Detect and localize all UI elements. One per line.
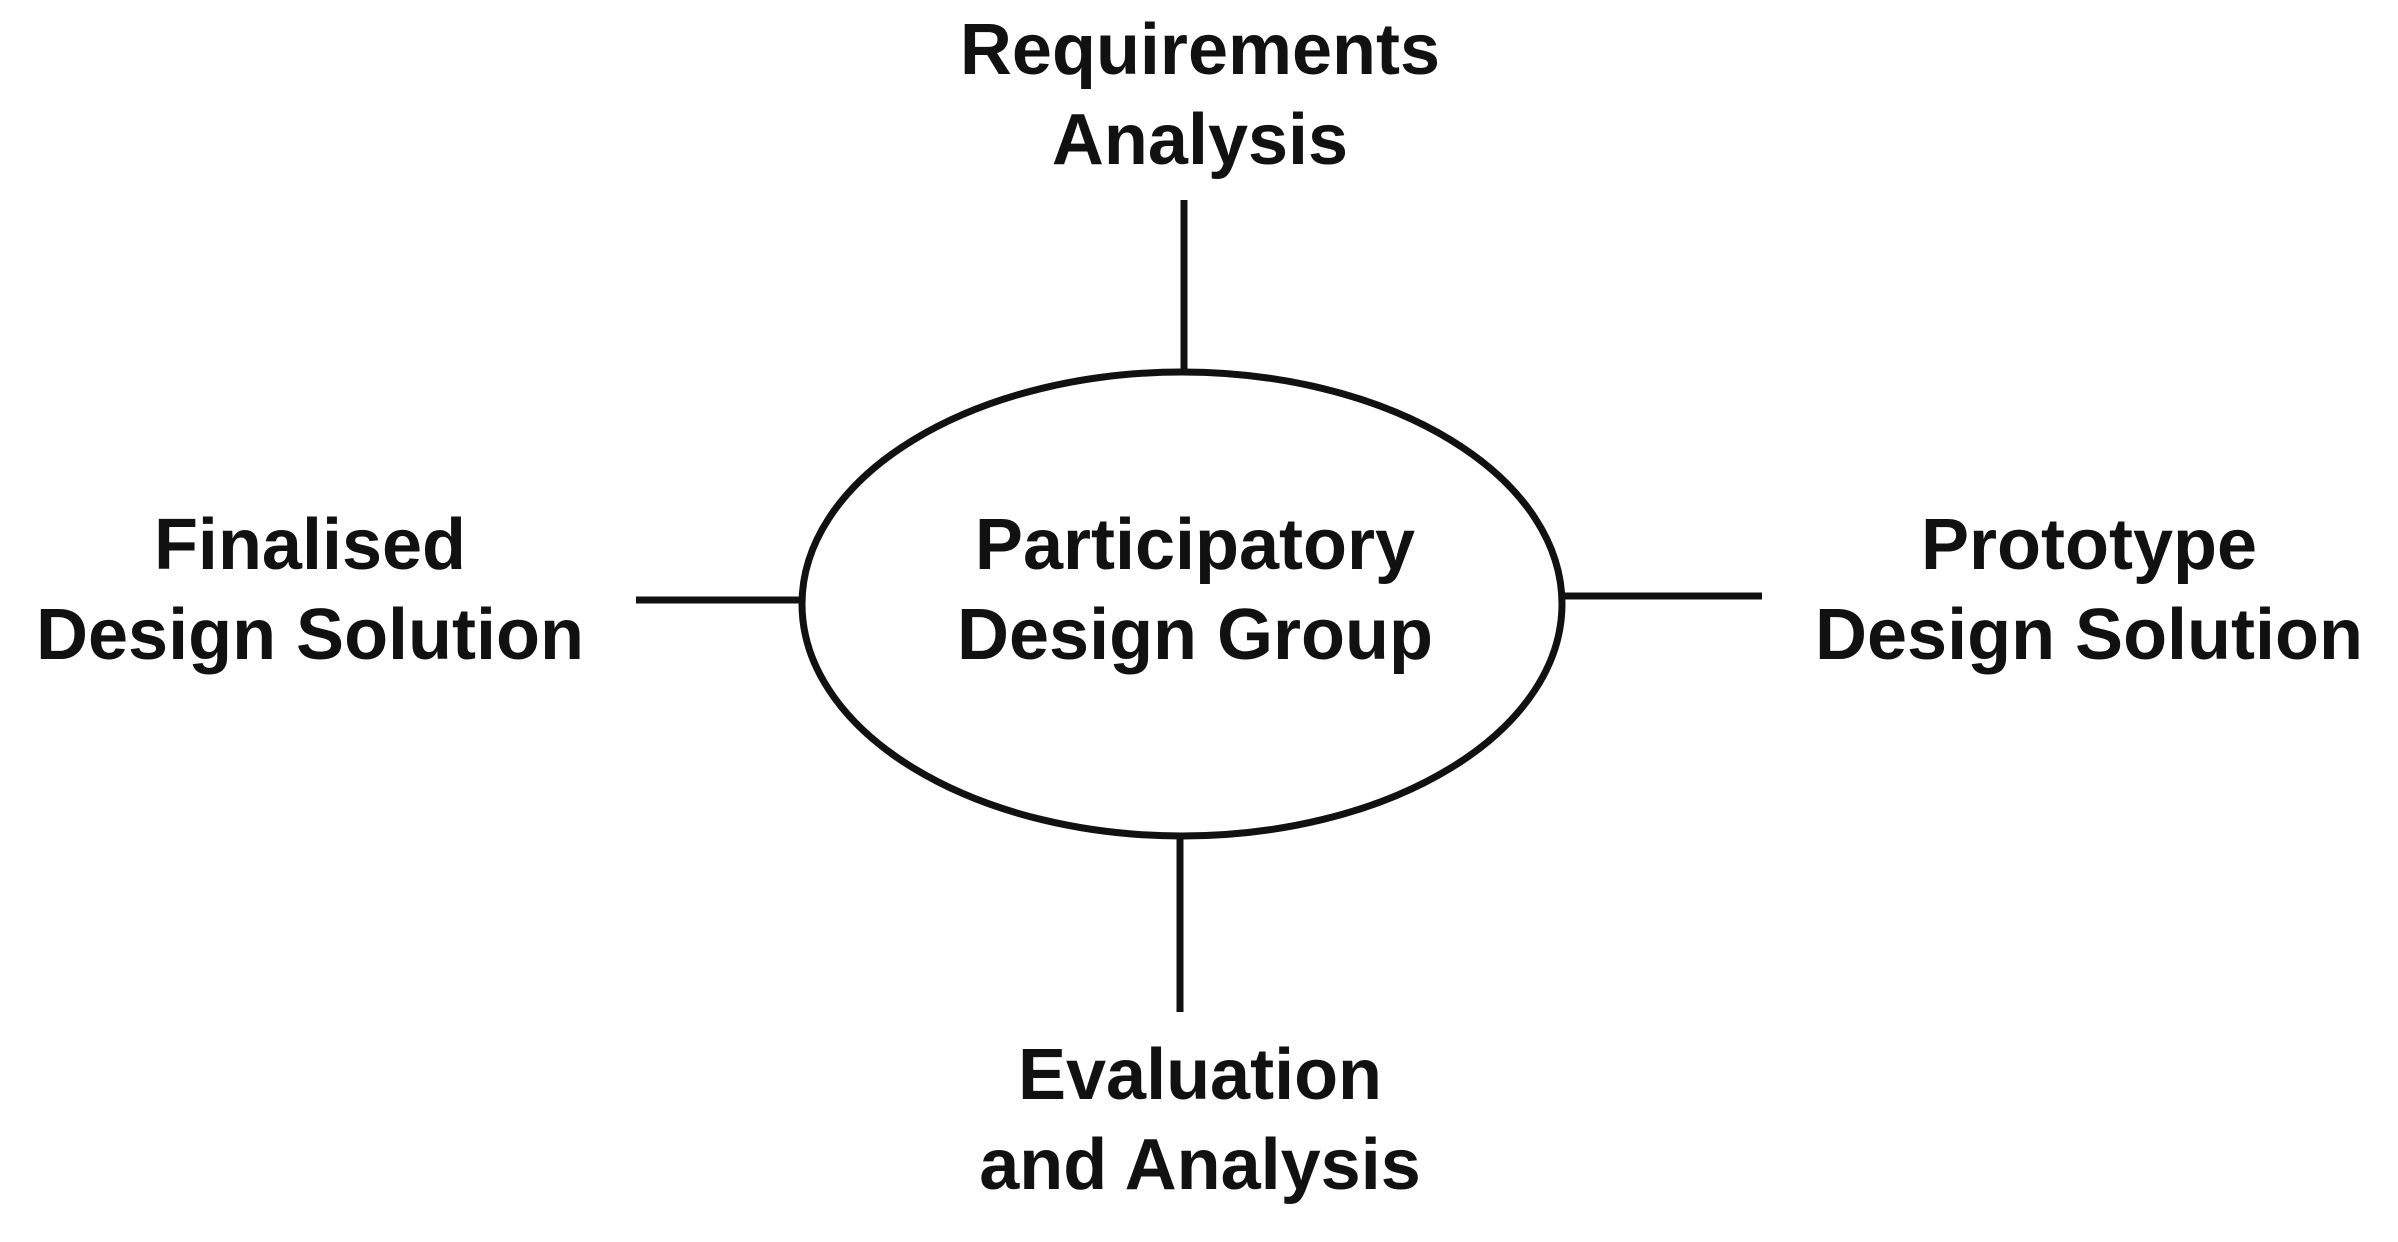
node-requirements-analysis: Requirements Analysis bbox=[850, 5, 1550, 185]
node-prototype-design-solution-line2: Design Solution bbox=[1815, 595, 2363, 675]
node-evaluation-and-analysis-line1: Evaluation bbox=[1017, 1035, 1383, 1115]
node-finalised-design-solution-line2: Design Solution bbox=[36, 595, 584, 675]
node-prototype-design-solution-line1: Prototype bbox=[1920, 505, 2258, 585]
node-finalised-design-solution: Finalised Design Solution bbox=[0, 500, 620, 680]
node-requirements-analysis-line2: Analysis bbox=[1051, 100, 1349, 180]
node-prototype-design-solution: Prototype Design Solution bbox=[1780, 500, 2398, 680]
node-participatory-design-group: Participatory Design Group bbox=[800, 500, 1590, 680]
center-ellipse bbox=[798, 368, 1566, 840]
node-requirements-analysis-line1: Requirements bbox=[959, 10, 1441, 90]
node-evaluation-and-analysis-line2: and Analysis bbox=[979, 1125, 1421, 1205]
node-finalised-design-solution-line1: Finalised bbox=[153, 505, 467, 585]
node-participatory-design-group-line1: Participatory bbox=[974, 505, 1416, 585]
node-evaluation-and-analysis: Evaluation and Analysis bbox=[850, 1030, 1550, 1210]
node-participatory-design-group-line2: Design Group bbox=[956, 595, 1433, 675]
